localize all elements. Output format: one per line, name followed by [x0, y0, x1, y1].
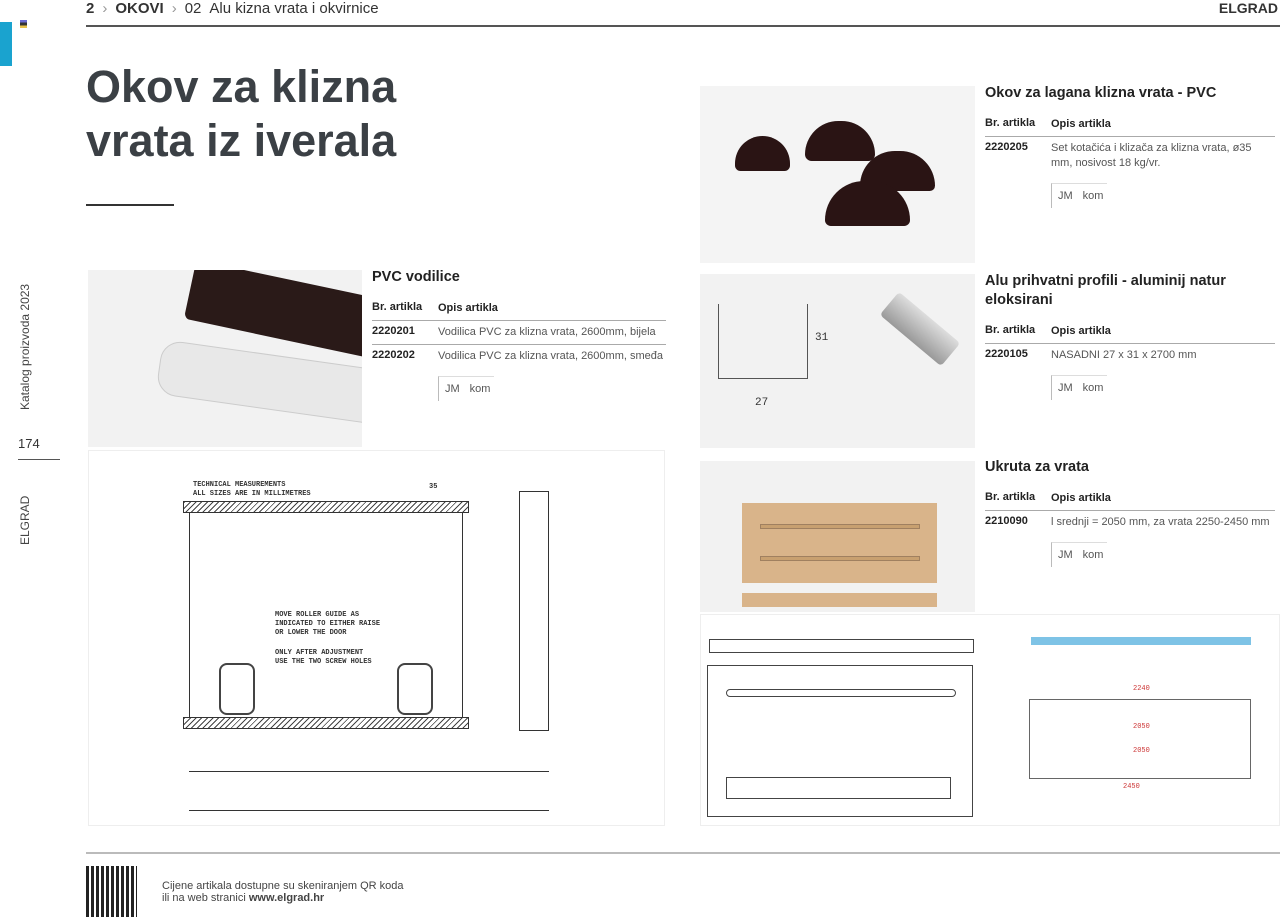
footer-note: Cijene artikala dostupne su skeniranjem …: [162, 880, 404, 904]
page-number: 174: [18, 436, 40, 451]
product-image-roller-set: [700, 86, 975, 263]
divider: [18, 459, 60, 460]
product-image-alu-profile: 27 31: [700, 274, 975, 448]
sidebar-brand: ELGRAD: [18, 495, 32, 545]
accent-bar: [0, 22, 12, 66]
header-brand: ELGRAD: [1218, 0, 1278, 16]
brace-drawing: 2240 2050 2050 2450: [700, 614, 1280, 826]
section-light-door-set: Okov za lagana klizna vrata - PVC Br. ar…: [985, 84, 1275, 208]
catalog-label: Katalog proizvoda 2023: [18, 283, 32, 410]
breadcrumb-sub[interactable]: Alu kizna vrata i okvirnice: [209, 0, 379, 17]
breadcrumb: 2› OKOVI› 02 Alu kizna vrata i okvirnice: [86, 0, 379, 17]
qr-code[interactable]: [86, 866, 137, 917]
breadcrumb-section[interactable]: OKOVI: [115, 0, 164, 17]
breadcrumb-chapter[interactable]: 2: [86, 0, 95, 17]
product-image-pvc-guides: [88, 270, 362, 447]
section-alu-profiles: Alu prihvatni profili - aluminij natur e…: [985, 272, 1275, 400]
title-underline: [86, 204, 174, 206]
product-image-door-brace: [700, 461, 975, 612]
header-divider: [86, 25, 1280, 27]
flag-icon: [20, 20, 27, 28]
footer-divider: [86, 852, 1280, 854]
breadcrumb-sub-number: 02: [184, 0, 202, 17]
website-link[interactable]: www.elgrad.hr: [248, 892, 325, 904]
